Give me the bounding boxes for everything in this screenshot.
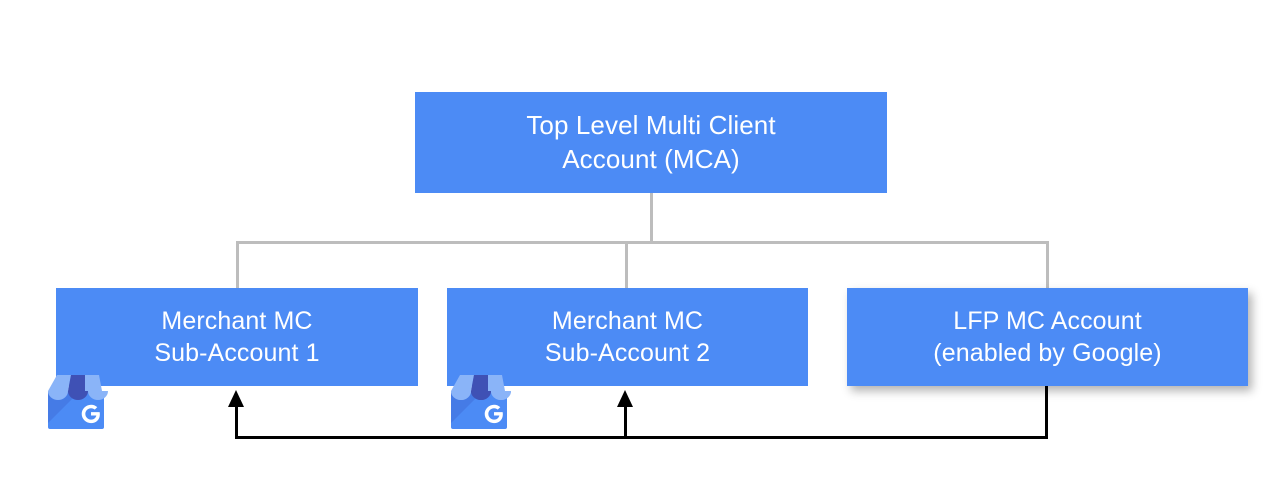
node-lfp-mc-account[interactable]: LFP MC Account (enabled by Google) <box>847 288 1248 386</box>
node-top-level-mca[interactable]: Top Level Multi Client Account (MCA) <box>415 92 887 193</box>
connector-horizontal-bus <box>236 241 1049 244</box>
google-business-profile-icon <box>48 375 108 429</box>
connector-drop-to-lfp-account <box>1046 241 1049 289</box>
node-merchant-sub-account-2-label: Merchant MC Sub-Account 2 <box>544 307 711 367</box>
node-top-level-mca-label: Top Level Multi Client Account (MCA) <box>526 110 776 174</box>
feedback-line-from-lfp <box>1045 386 1048 439</box>
arrowhead-into-sub-account-2 <box>617 390 633 407</box>
feedback-line-to-sub-account-1 <box>235 400 238 437</box>
node-merchant-sub-account-1[interactable]: Merchant MC Sub-Account 1 <box>56 288 418 386</box>
connector-drop-to-sub-account-2 <box>625 241 628 289</box>
node-merchant-sub-account-1-label: Merchant MC Sub-Account 1 <box>154 307 320 367</box>
connector-trunk-vertical <box>650 193 653 243</box>
feedback-line-horizontal <box>235 436 1048 439</box>
connector-drop-to-sub-account-1 <box>236 241 239 289</box>
node-merchant-sub-account-2[interactable]: Merchant MC Sub-Account 2 <box>447 288 808 386</box>
feedback-line-to-sub-account-2 <box>624 400 627 437</box>
google-business-profile-icon <box>451 375 511 429</box>
arrowhead-into-sub-account-1 <box>228 390 244 407</box>
node-lfp-mc-account-label: LFP MC Account (enabled by Google) <box>933 307 1162 367</box>
